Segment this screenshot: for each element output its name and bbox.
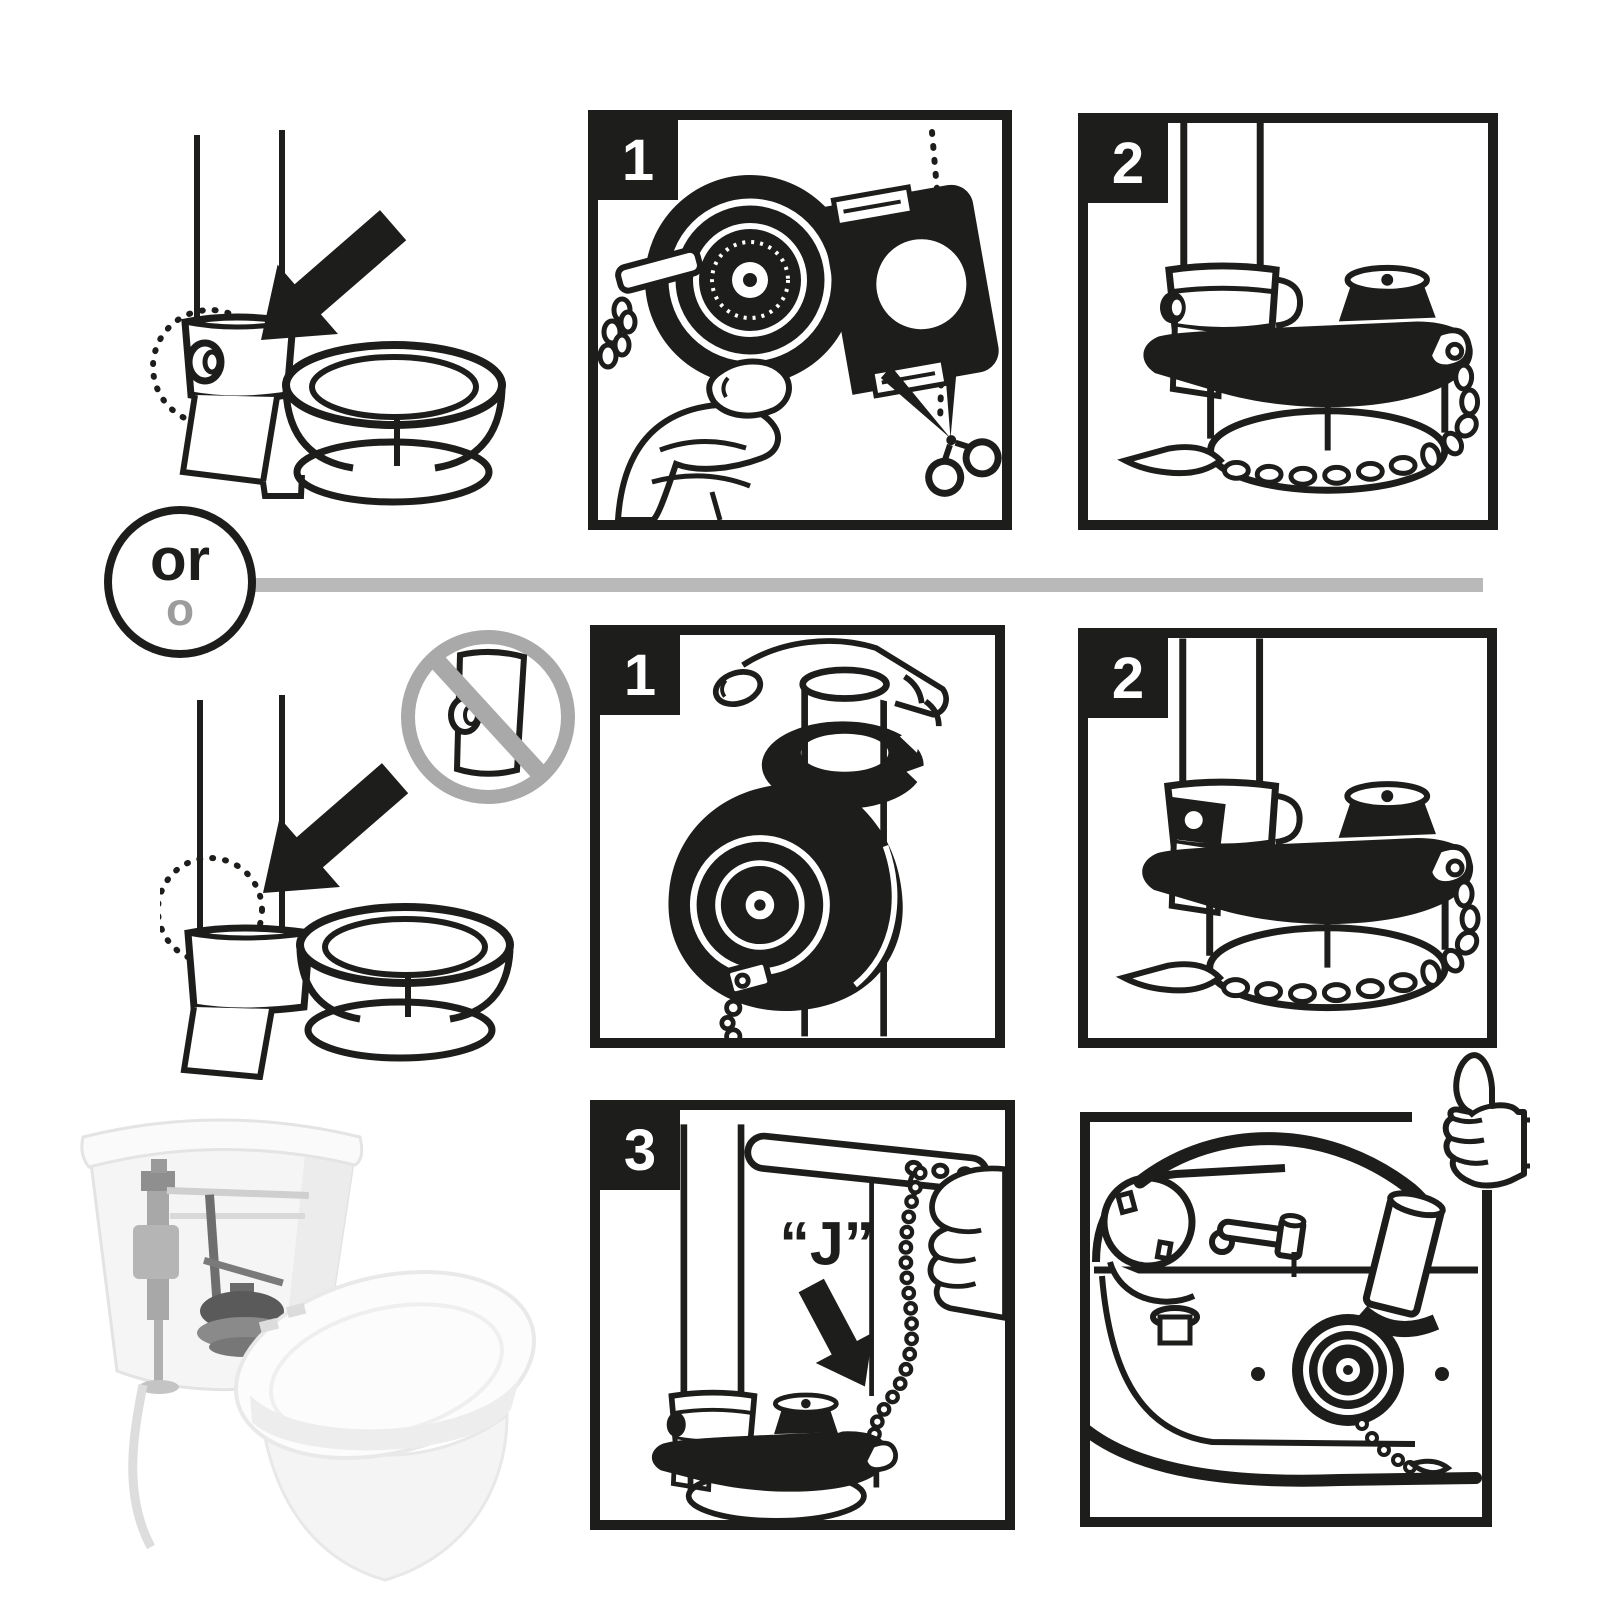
fill-valve-in-tank xyxy=(133,1159,309,1394)
chain-links xyxy=(598,296,638,370)
chain xyxy=(1355,1417,1417,1474)
step-badge: 3 xyxy=(600,1110,680,1190)
chain-tab xyxy=(1425,843,1473,888)
overflow-tube xyxy=(1179,638,1264,789)
tank-bolt xyxy=(1435,1367,1449,1381)
valve-seat-bowl xyxy=(282,341,506,506)
or-label: or xyxy=(150,526,210,594)
flapper-cone xyxy=(1332,781,1442,839)
completed-installation-illustration xyxy=(1080,1132,1482,1487)
ear-peg xyxy=(185,339,225,385)
supply-hose xyxy=(128,1384,155,1550)
flapper-top xyxy=(651,1431,890,1492)
chain xyxy=(1221,362,1481,487)
ring-notch xyxy=(906,762,934,788)
toilet-bowl xyxy=(233,1270,537,1582)
thumbs-up-icon xyxy=(1442,1052,1530,1189)
hinge-arm xyxy=(615,246,703,294)
step-badge: 1 xyxy=(598,120,678,200)
pointer-arrow xyxy=(798,1278,873,1387)
holding-hand xyxy=(927,1165,1005,1321)
slide-flapper-over-tube-illustration xyxy=(668,638,949,1038)
chain xyxy=(719,998,743,1038)
panel-border-bottom xyxy=(1080,1517,1492,1527)
panel-border-top xyxy=(1080,1112,1412,1122)
cut-flapper-frame-illustration xyxy=(598,129,1002,520)
chain-paddle-end xyxy=(1117,444,1225,477)
toilet-with-transparent-tank-photo xyxy=(80,1118,537,1582)
overflow-tube xyxy=(194,130,285,325)
flapper-body xyxy=(668,783,903,1012)
overflow-tube xyxy=(680,1124,745,1398)
panel-row1-step1: 1 xyxy=(588,110,1012,530)
flapper-installed-on-ears-illustration xyxy=(1117,123,1481,494)
step-badge: 1 xyxy=(600,635,680,715)
flapper-strap xyxy=(1356,1305,1440,1338)
step-badge: 2 xyxy=(1088,123,1168,203)
flapper-disc xyxy=(689,835,830,975)
chain-tab xyxy=(724,959,773,997)
flapper-frame-to-cut xyxy=(819,184,999,399)
scissors-icon xyxy=(880,345,1002,497)
j-hook-label: “J” xyxy=(779,1209,874,1277)
panel-row3-final xyxy=(1080,1112,1492,1527)
flapper-cone xyxy=(1332,264,1442,323)
tube-opening xyxy=(799,666,890,702)
holding-hand xyxy=(614,401,781,520)
no-ears-prohibition-circle xyxy=(401,630,575,804)
overflow-tube xyxy=(197,695,285,955)
pointer-arrow xyxy=(261,210,407,340)
thumb xyxy=(706,358,792,419)
overflow-tube xyxy=(1180,123,1264,272)
or-alt-label: o xyxy=(165,583,195,636)
valve-collar xyxy=(180,924,314,1080)
flapper-top xyxy=(1142,838,1474,925)
chain-paddle-end xyxy=(1406,1458,1453,1476)
chain-tab xyxy=(862,1440,898,1473)
panel-row2-step2: 2 xyxy=(1078,628,1497,1048)
chain-tab xyxy=(1425,327,1472,371)
panel-border-right xyxy=(1482,1190,1492,1527)
step-badge: 2 xyxy=(1088,638,1168,718)
pointer-arrow xyxy=(263,763,409,893)
panel-row1-step2: 2 xyxy=(1078,113,1498,530)
or-badge: or o xyxy=(104,506,256,658)
overflow-tube xyxy=(1362,1190,1446,1318)
ear-peg xyxy=(666,1412,686,1437)
flapper-top xyxy=(1143,321,1473,408)
panel-border-left xyxy=(1080,1112,1090,1527)
flapper-strap-installed-illustration xyxy=(1115,638,1481,1012)
flapper-cone xyxy=(769,1392,843,1435)
ring-notch xyxy=(899,724,924,753)
panel-row2-step1: 1 xyxy=(590,625,1005,1048)
strap-hole xyxy=(1184,811,1203,830)
chain xyxy=(1221,879,1481,1005)
divider-line xyxy=(248,578,1483,592)
chain xyxy=(867,1165,928,1442)
ear-peg-hole xyxy=(1171,299,1182,316)
supply-line xyxy=(1080,1424,1482,1487)
tank-bolt xyxy=(1251,1367,1265,1381)
panel-row3-step3: 3 xyxy=(590,1100,1015,1530)
flapper-disc xyxy=(1292,1314,1404,1426)
chain-paddle-end xyxy=(1115,961,1225,994)
flapper-highlight xyxy=(853,845,898,988)
flush-valve-with-ears-illustration xyxy=(150,130,506,506)
fill-valve xyxy=(1100,1174,1307,1346)
valve-seat-bowl xyxy=(296,903,514,1062)
hook-chain-j-illustration: “J” xyxy=(651,1124,1005,1520)
flush-valve-without-ears-illustration xyxy=(160,630,575,1080)
